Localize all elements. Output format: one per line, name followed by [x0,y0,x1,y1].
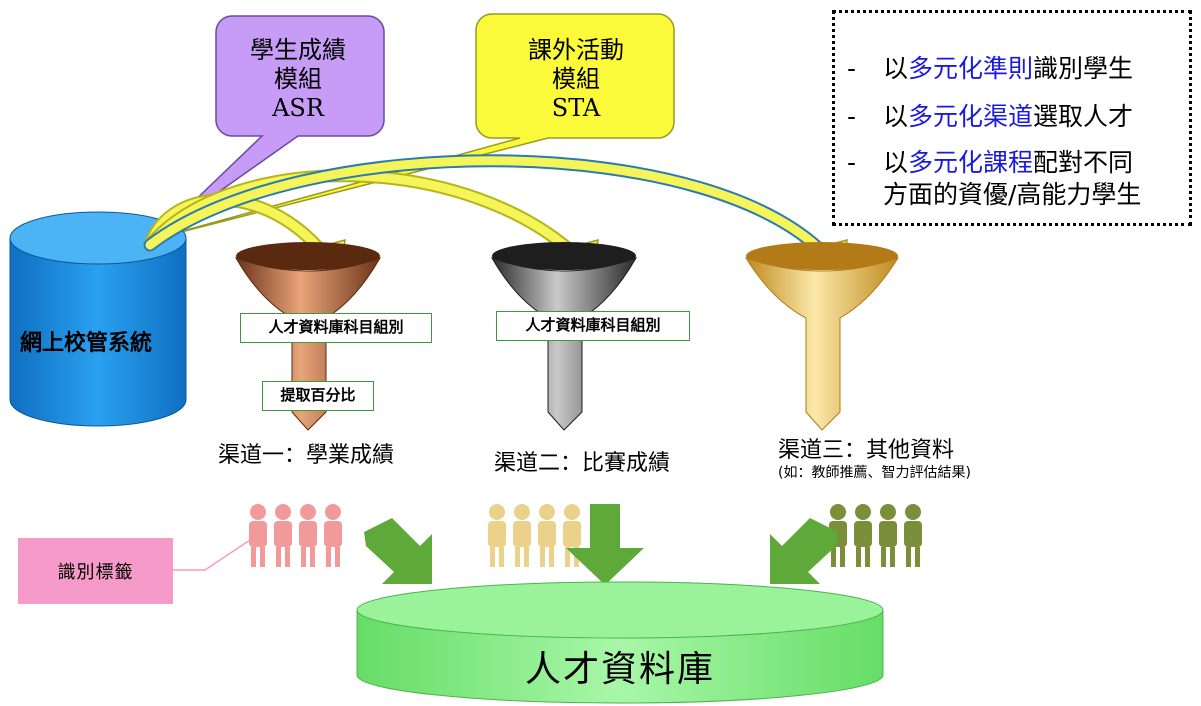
talent-db-label: 人才資料庫 [524,649,715,690]
id-tag-text: 識別標籤 [57,562,134,583]
source-db-label: 網上校管系統 [20,331,153,356]
bullet-post: 配對不同 [1033,148,1134,177]
funnel-icon [490,242,638,431]
bullet-pre: 以 [883,148,909,177]
asr-module-bubble [161,15,385,233]
funnel1-subject-tag: 人才資料庫科目組別 [240,313,432,343]
bullet-dash: - [847,102,857,131]
sta-line2: 模組 [552,65,600,93]
bullet-pre: 以 [883,54,909,83]
asr-line1: 學生成績 [250,36,346,64]
asr-line2: 模組 [274,65,322,93]
down-arrow-icon [770,518,838,584]
people-group-icon [249,504,342,567]
asr-callout-text: 學生成績 模組 ASR [222,36,374,123]
bullet-highlight: 多元化渠道 [908,102,1034,131]
bullet-item: -以多元化準則識別學生 [847,53,1133,84]
bullet-pre: 以 [883,102,909,131]
sta-line3: STA [551,94,601,122]
down-arrow-icon [566,504,644,585]
sta-module-bubble [149,13,675,241]
people-group-icon [488,504,581,567]
funnel2-subject-tag: 人才資料庫科目組別 [496,311,690,341]
funnel-icon [234,242,382,431]
principles-box: -以多元化準則識別學生 -以多元化渠道選取人才 -以多元化課程配對不同 方面的資… [832,10,1192,226]
id-tag-label: 識別標籤 [18,538,173,604]
down-arrow-icon [364,518,432,584]
bullet-highlight: 多元化課程 [908,148,1034,177]
channel-3-label: 渠道三：其他資料 [778,438,955,463]
source-db-cylinder [9,211,187,427]
id-connector [173,539,251,571]
bullet-item: -以多元化課程配對不同 [847,147,1133,178]
bullet-dash: - [847,148,857,177]
asr-line3: ASR [272,94,324,122]
bullet-post: 識別學生 [1033,54,1134,83]
funnel-icon [744,242,900,431]
bullet-post: 選取人才 [1033,102,1134,131]
bullet-dash: - [847,54,857,83]
bullet-continuation: 方面的資優/高能力學生 [883,180,1142,209]
talent-db-cylinder [356,581,884,704]
bullet-highlight: 多元化準則 [908,54,1034,83]
sta-callout-text: 課外活動 模組 STA [478,36,674,123]
channel-1-label: 渠道一：學業成績 [218,443,395,468]
people-group-icon [829,504,922,567]
bullet-item: -以多元化渠道選取人才 [847,101,1133,132]
funnel1-percent-tag: 提取百分比 [262,381,374,411]
flow-arrows [143,154,839,269]
channel-3-note: (如：教師推薦、智力評估結果) [778,465,971,481]
sta-line1: 課外活動 [528,36,624,64]
channel-2-label: 渠道二：比賽成績 [494,451,671,476]
